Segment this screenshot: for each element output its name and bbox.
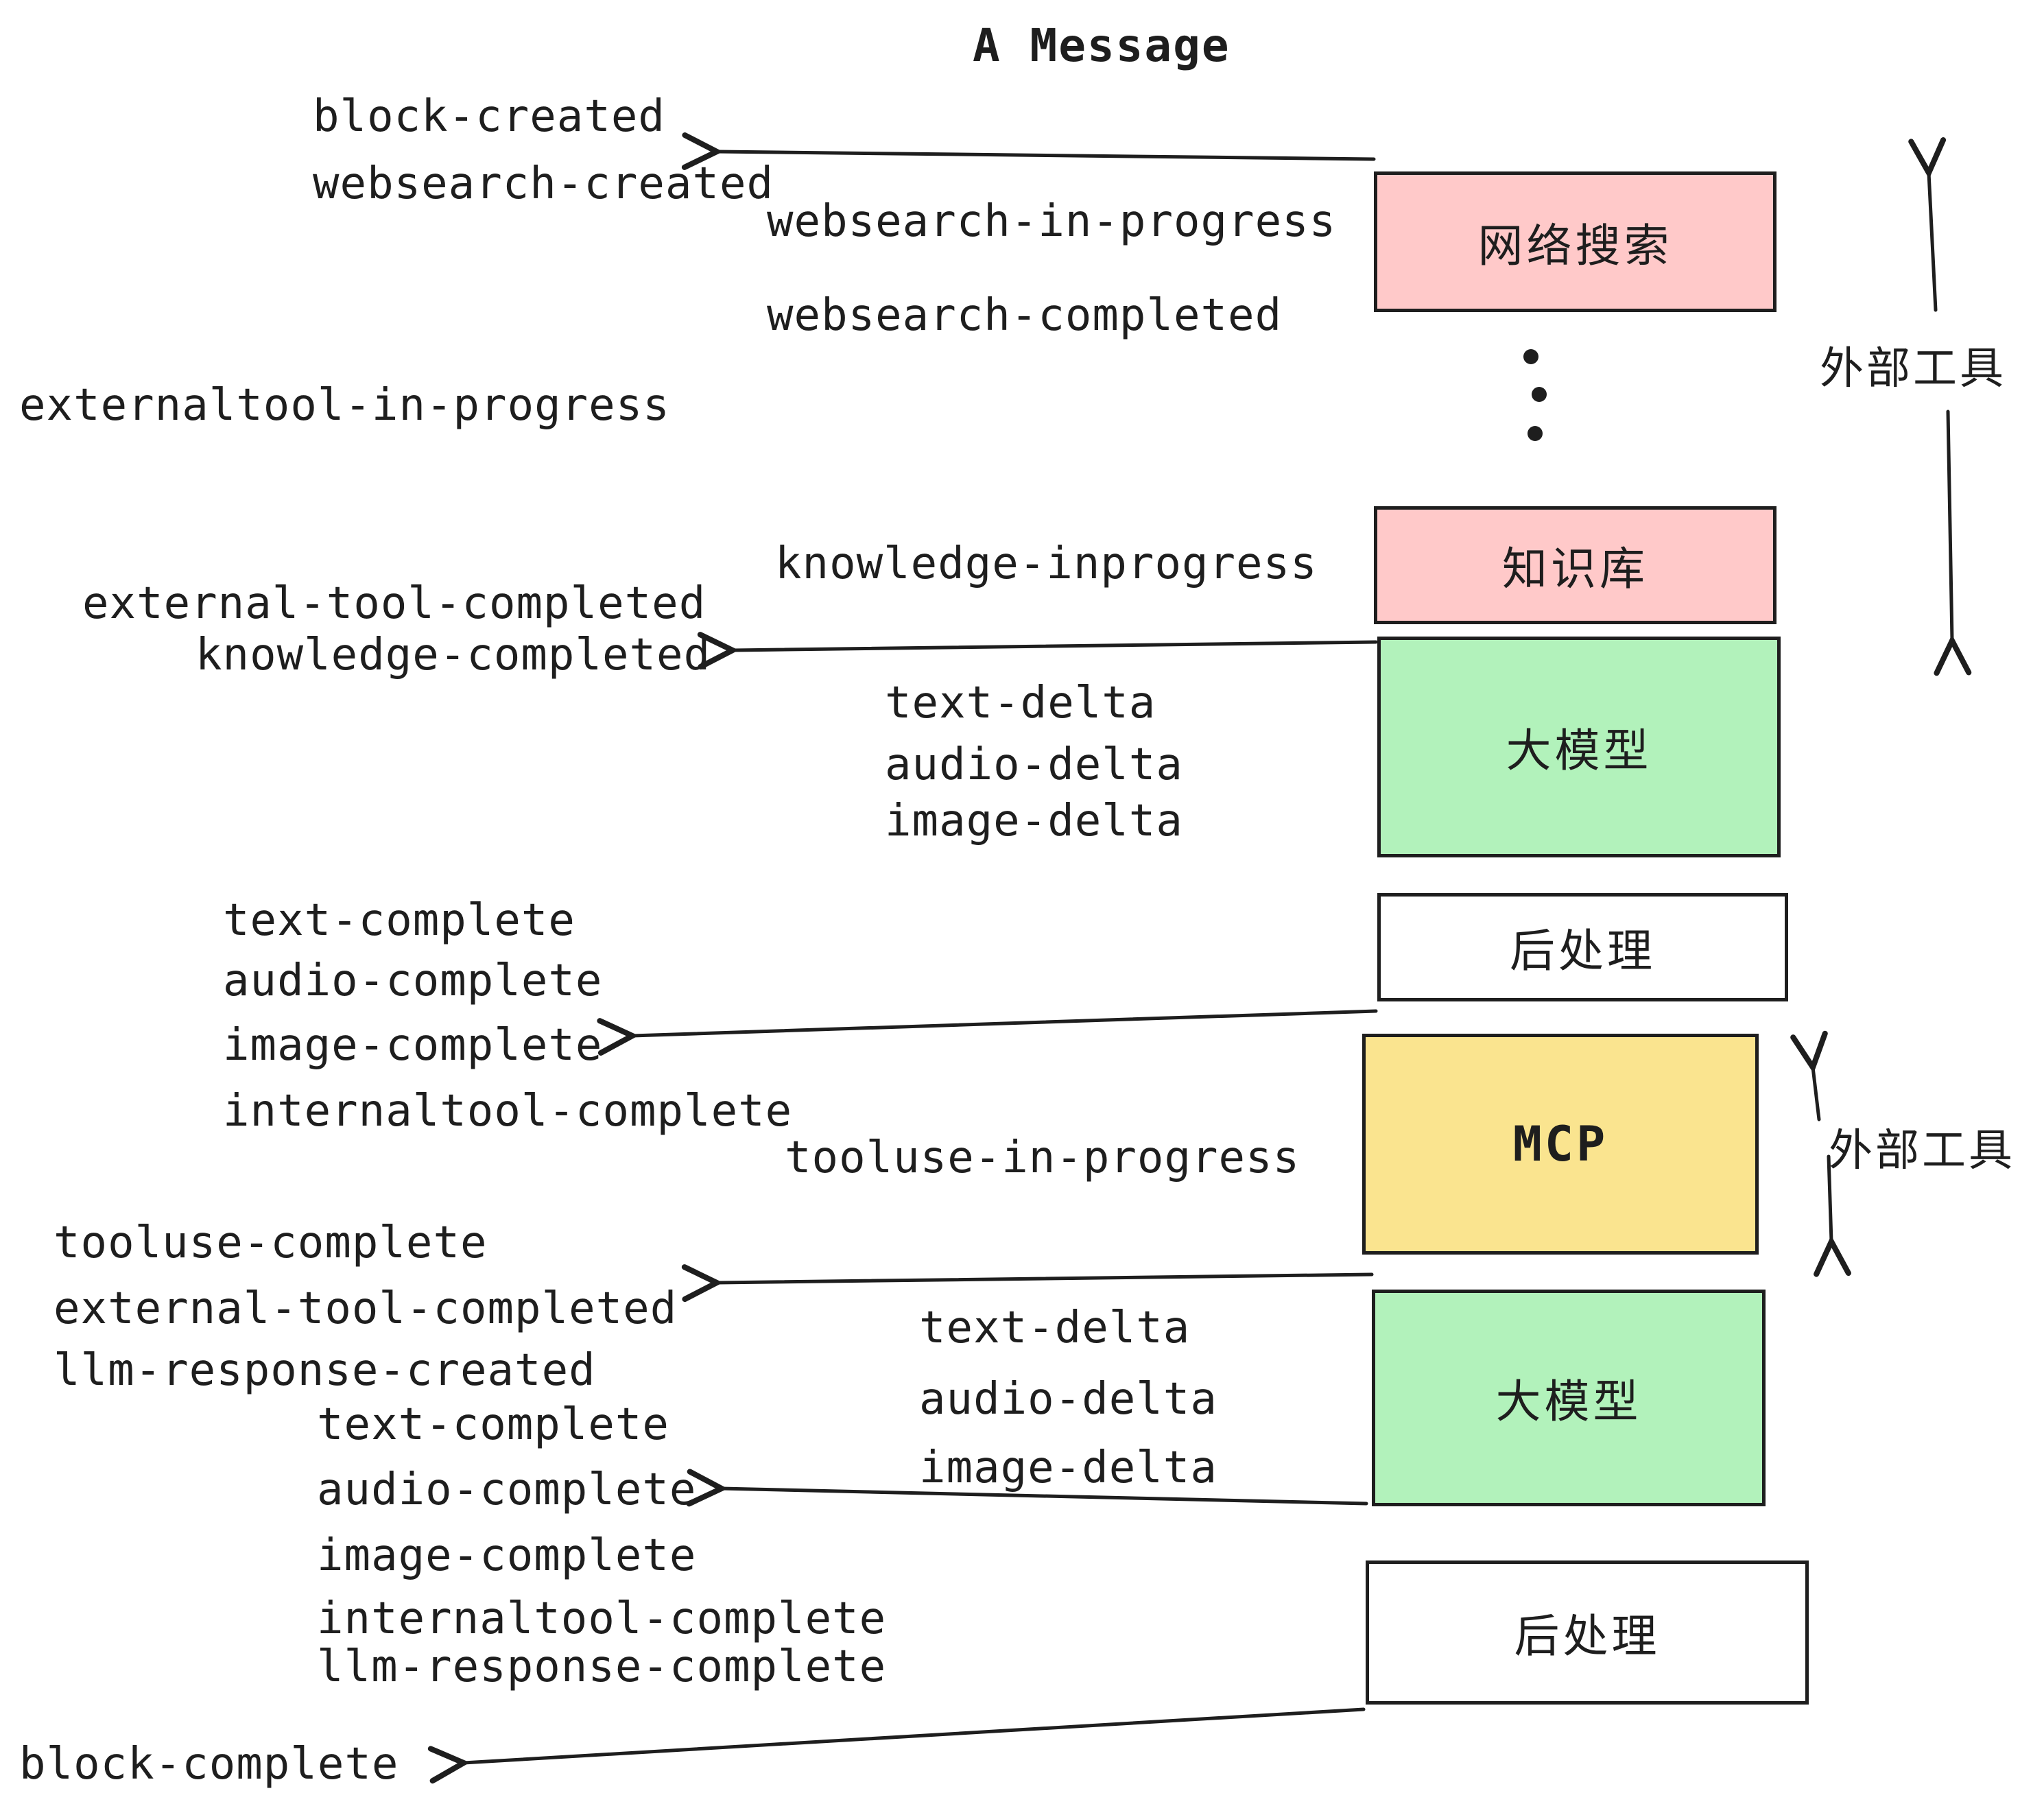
box-knowledge: 知识库 [1374,506,1776,624]
box-postprocess-2: 后处理 [1366,1560,1809,1705]
box-mcp-label: MCP [1512,1116,1608,1172]
box-knowledge-label: 知识库 [1502,543,1648,595]
event-websearch-in-progress: websearch-in-progress [767,196,1337,247]
event-knowledge-inprogress: knowledge-inprogress [775,538,1318,589]
event-websearch-created: websearch-created [313,158,774,209]
external-tools-up-arrow-2 [1790,1030,1828,1121]
event-audio-delta-1: audio-delta [885,739,1183,790]
event-text-delta-1: text-delta [885,678,1156,728]
event-block-complete: block-complete [19,1739,399,1790]
event-image-complete-1: image-complete [223,1020,603,1071]
event-tooluse-in-progress: tooluse-in-progress [785,1132,1300,1183]
ellipsis-dots [1523,349,1547,441]
arrow-to-external-tool-completed [681,1264,1374,1303]
event-external-tool-completed-1: external-tool-completed [82,578,706,629]
external-tools-up-arrow-1 [1908,137,1947,312]
box-postprocess-1-label: 后处理 [1510,925,1656,977]
event-image-complete-2: image-complete [317,1530,697,1581]
event-external-tool-completed-2: external-tool-completed [54,1283,678,1334]
event-text-complete-2: text-complete [317,1399,669,1450]
event-audio-delta-2: audio-delta [919,1374,1217,1425]
event-websearch-completed: websearch-completed [767,290,1283,341]
box-websearch-label: 网络搜索 [1477,219,1673,272]
event-llm-response-complete: llm-response-complete [317,1641,887,1692]
box-llm-2-label: 大模型 [1495,1375,1642,1428]
event-internaltool-complete-2: internaltool-complete [317,1593,887,1644]
box-llm-1: 大模型 [1377,637,1781,857]
event-internaltool-complete-1: internaltool-complete [223,1086,793,1137]
side-label-external-tools-1: 外部工具 [1820,344,2006,394]
event-audio-complete-1: audio-complete [223,956,603,1006]
event-image-delta-2: image-delta [919,1443,1217,1493]
event-llm-response-created: llm-response-created [54,1345,596,1396]
arrow-to-knowledge-completed [697,632,1378,670]
box-mcp: MCP [1362,1034,1759,1255]
event-block-created: block-created [313,91,665,142]
event-knowledge-completed: knowledge-completed [195,630,711,680]
box-postprocess-2-label: 后处理 [1514,1610,1661,1663]
external-tools-down-arrow-1 [1934,410,1972,676]
box-postprocess-1: 后处理 [1377,893,1788,1001]
arrow-to-image-complete [597,1009,1378,1056]
event-text-delta-2: text-delta [919,1303,1191,1353]
arrow-to-block-complete [427,1707,1366,1784]
event-audio-complete-2: audio-complete [317,1464,697,1515]
box-llm-1-label: 大模型 [1506,724,1652,777]
side-label-external-tools-2: 外部工具 [1829,1126,2015,1176]
diagram-title: A Message [973,19,1231,72]
event-image-delta-1: image-delta [885,796,1183,846]
arrow-to-block-created [681,132,1376,170]
box-websearch: 网络搜索 [1374,171,1776,312]
event-externaltool-in-progress: externaltool-in-progress [19,380,670,431]
event-tooluse-complete: tooluse-complete [54,1218,488,1268]
event-text-complete-1: text-complete [223,895,575,946]
box-llm-2: 大模型 [1372,1290,1766,1506]
